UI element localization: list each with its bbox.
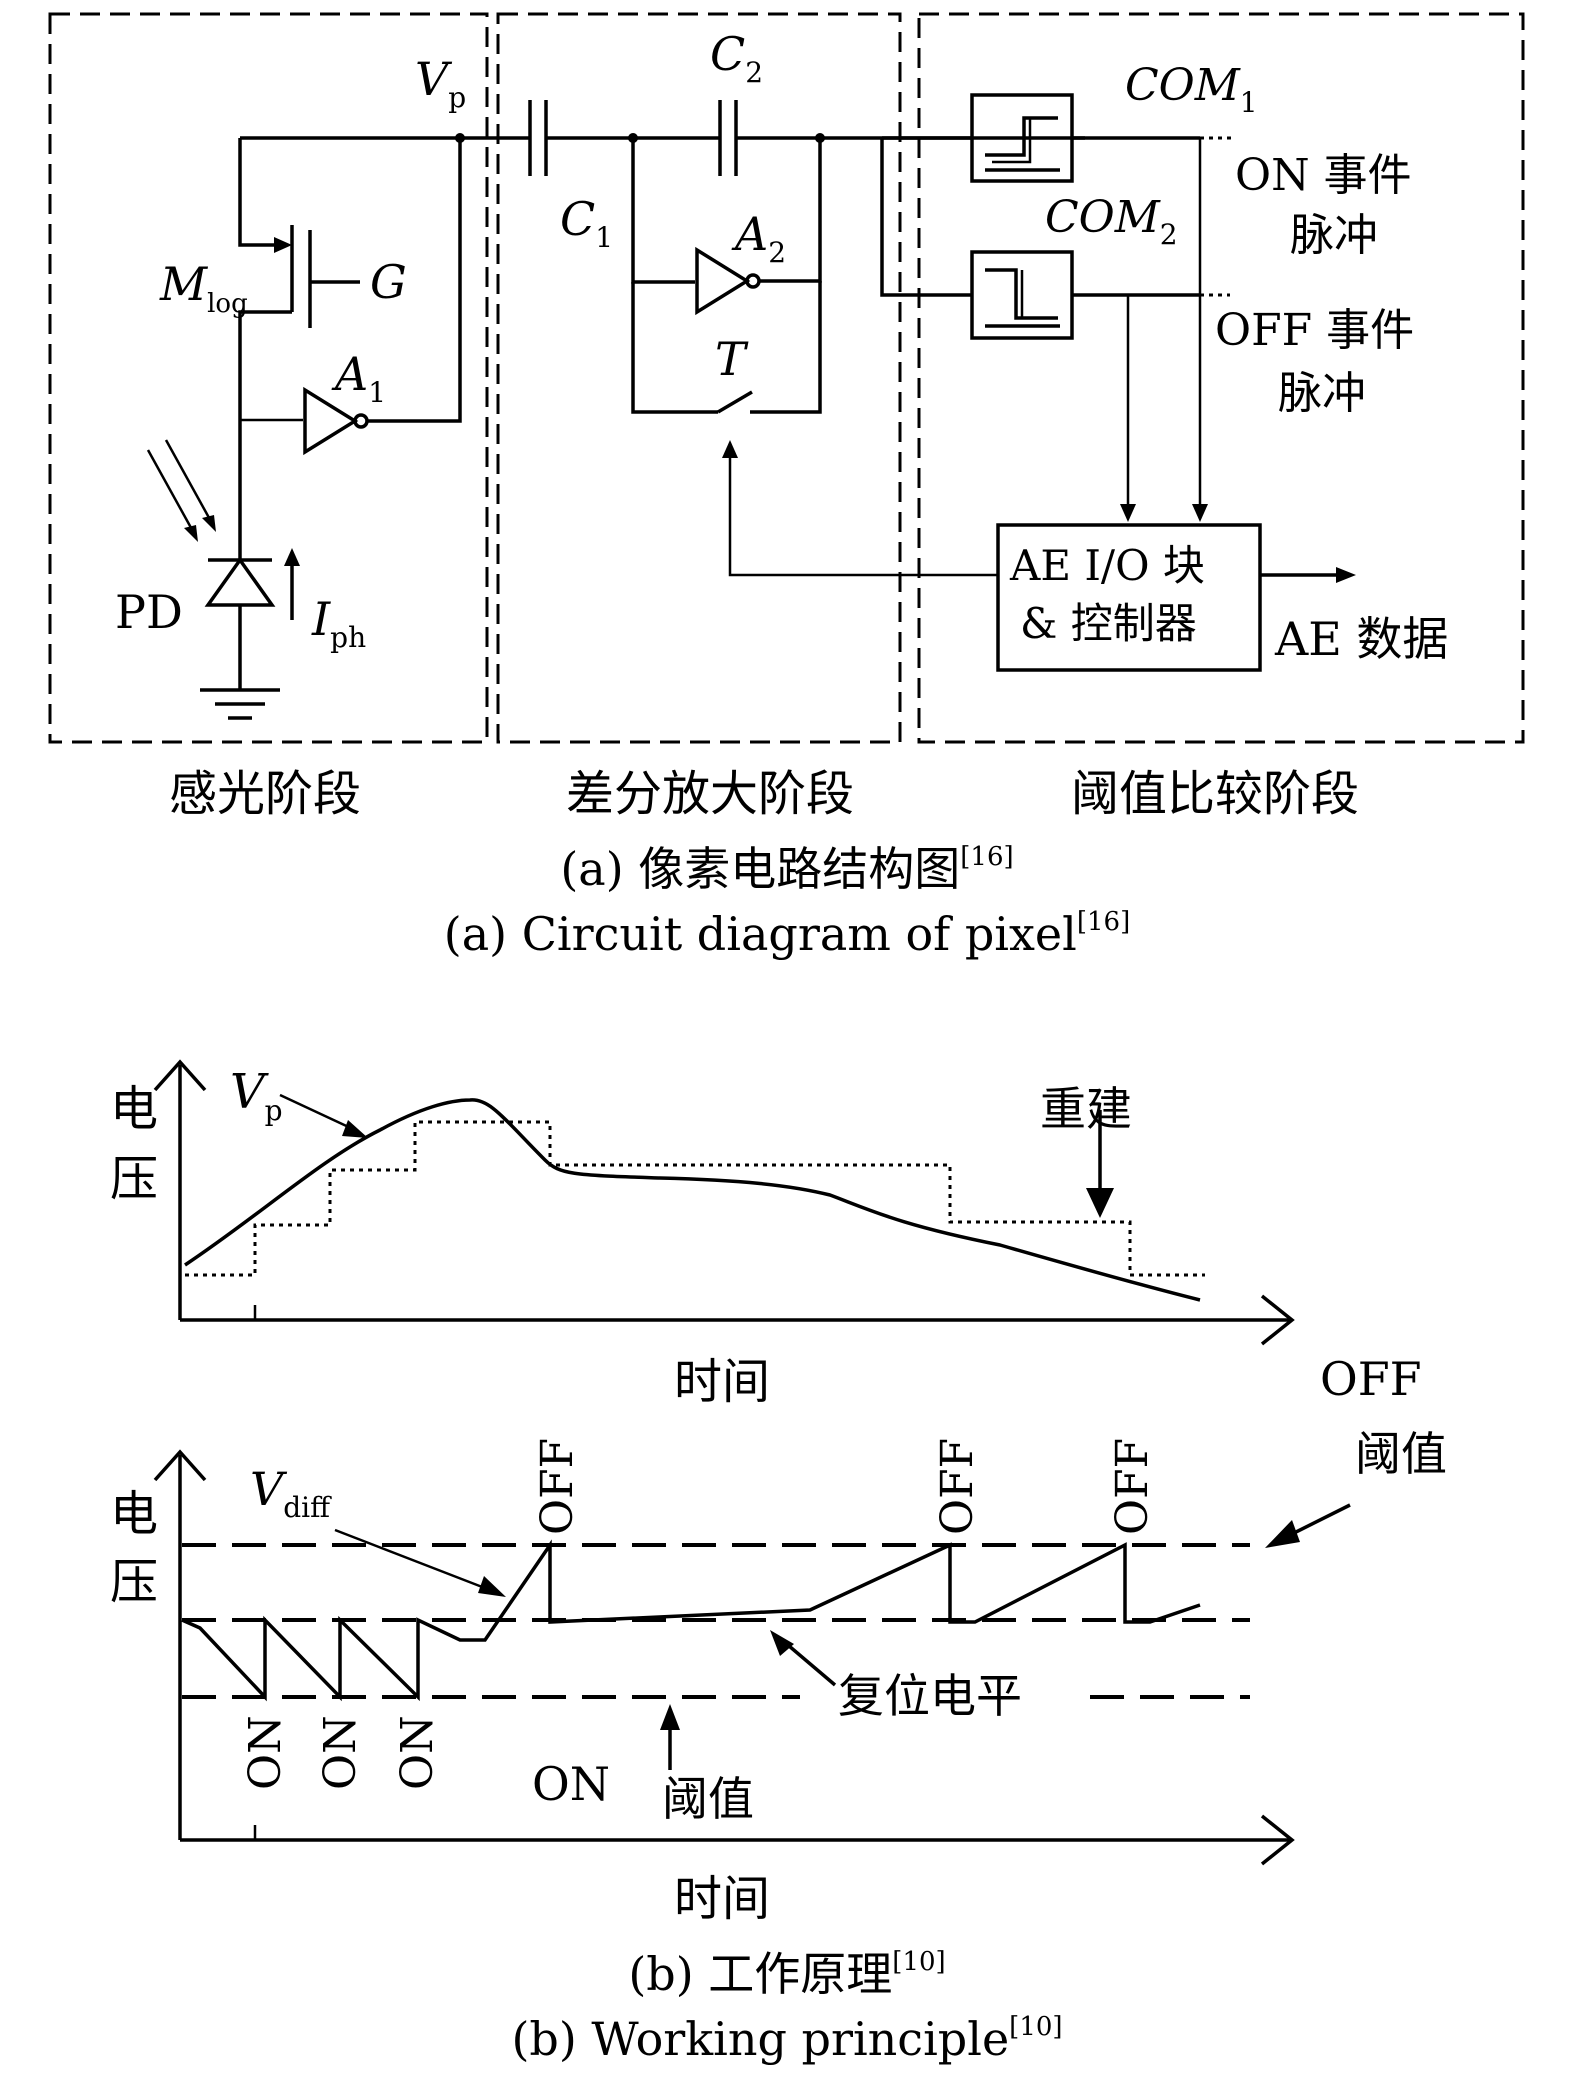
caption-a-en: (a) Circuit diagram of pixel[16] <box>444 907 1130 961</box>
bottom-xlabel: 时间 <box>674 1871 770 1927</box>
stage-label-differencing: 差分放大阶段 <box>566 766 854 822</box>
reconstruct-label: 重建 <box>1040 1082 1132 1136</box>
on-event-pulse-label-2: 脉冲 <box>1290 210 1378 261</box>
com2-label: COM2 <box>1045 192 1178 251</box>
a1-label: A1 <box>331 347 386 409</box>
photoreceptor-stage-box <box>48 12 489 744</box>
c1-label: C1 <box>560 192 613 254</box>
stage-label-photoreceptor: 感光阶段 <box>169 766 361 822</box>
on-event-pulse-label-1: ON 事件 <box>1235 150 1412 201</box>
top-ylabel-2: 压 <box>110 1151 158 1207</box>
comparator-circuit <box>880 93 1356 672</box>
caption-b-cn: (b) 工作原理[10] <box>628 1947 945 2001</box>
c2-label: C2 <box>710 27 763 89</box>
bottom-ylabel-2: 压 <box>110 1554 158 1610</box>
photodiode <box>204 556 276 607</box>
vp-label: Vp <box>415 52 466 114</box>
on-mark-2: ON <box>315 1715 366 1790</box>
vp-curve <box>184 1098 1201 1302</box>
photoreceptor-circuit <box>146 133 465 720</box>
reset-level-label: 复位电平 <box>838 1669 1022 1723</box>
bottom-plot <box>153 1449 1351 1866</box>
com1-label: COM1 <box>1125 60 1258 119</box>
amplifier-a1 <box>303 386 359 456</box>
off-mark-2: OFF <box>932 1438 983 1535</box>
stage-label-comparator: 阈值比较阶段 <box>1071 766 1359 822</box>
on-mark-1: ON <box>240 1715 291 1790</box>
on-mark-3: ON <box>392 1715 443 1790</box>
reconstruction-staircase <box>185 1120 1205 1277</box>
pd-label: PD <box>115 585 183 639</box>
g-label: G <box>370 255 407 309</box>
reset-switch-t <box>717 390 753 414</box>
a2-label: A2 <box>731 207 786 269</box>
ae-io-controller-block <box>996 523 1262 672</box>
differencing-circuit <box>460 100 1085 577</box>
comparator-stage-box <box>917 12 1525 744</box>
off-event-pulse-label-1: OFF 事件 <box>1215 305 1414 356</box>
on-threshold-label-on: ON <box>532 1757 610 1811</box>
t-label: T <box>715 332 749 386</box>
off-threshold-label-1: OFF <box>1320 1352 1422 1406</box>
mlog-label: Mlog <box>159 257 248 319</box>
on-threshold-label-cn: 阈值 <box>662 1772 754 1826</box>
top-ylabel-1: 电 <box>110 1081 158 1137</box>
top-xlabel: 时间 <box>674 1354 770 1410</box>
ae-io-label-2: & 控制器 <box>1020 599 1197 648</box>
ae-data-label: AE 数据 <box>1274 612 1448 666</box>
off-event-pulse-label-2: 脉冲 <box>1278 368 1366 419</box>
vdiff-waveform <box>181 1539 1201 1702</box>
vdiff-label: Vdiff <box>250 1462 332 1524</box>
differencing-stage-box <box>496 12 902 744</box>
off-mark-3: OFF <box>1107 1438 1158 1535</box>
top-plot <box>153 1059 1295 1346</box>
bottom-ylabel-1: 电 <box>110 1486 158 1542</box>
off-mark-1: OFF <box>532 1438 583 1535</box>
amplifier-a2 <box>695 246 751 316</box>
top-vp-label: Vp <box>230 1064 283 1127</box>
caption-a-cn: (a) 像素电路结构图[16] <box>560 842 1013 896</box>
caption-b-en: (b) Working principle[10] <box>511 2012 1062 2066</box>
off-threshold-label-2: 阈值 <box>1355 1427 1447 1481</box>
ae-io-label-1: AE I/O 块 <box>1009 541 1205 590</box>
iph-label: Iph <box>311 592 366 654</box>
